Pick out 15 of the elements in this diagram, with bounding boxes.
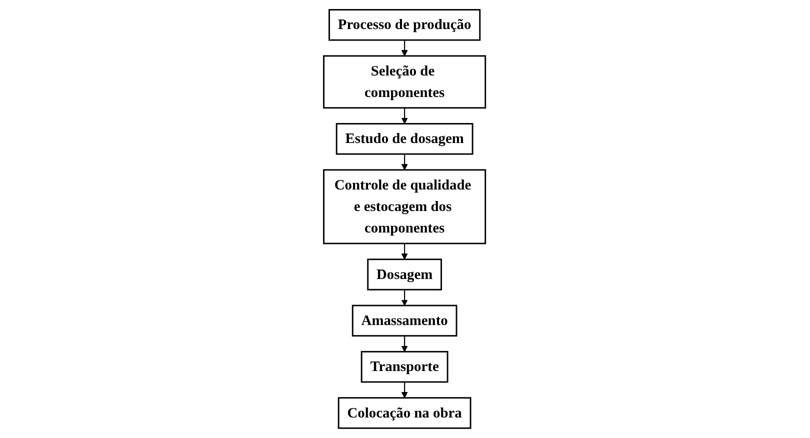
node-box: Colocação na obra	[338, 397, 472, 429]
arrow	[402, 382, 408, 398]
arrow	[402, 244, 408, 260]
arrow	[402, 40, 408, 56]
node-box: Estudo de dosagem	[336, 123, 474, 155]
node-box: Dosagem	[368, 258, 442, 290]
arrow	[402, 336, 408, 352]
arrow	[402, 108, 408, 124]
arrow	[402, 154, 408, 170]
node-box: Controle de qualidade e estocagem dos componentes	[323, 169, 487, 244]
arrow	[402, 290, 408, 306]
node-box: Processo de produção	[328, 9, 482, 41]
node-box: Seleção de componentes	[323, 55, 487, 109]
node-box: Transporte	[361, 351, 449, 383]
node-box: Amassamento	[352, 304, 458, 337]
